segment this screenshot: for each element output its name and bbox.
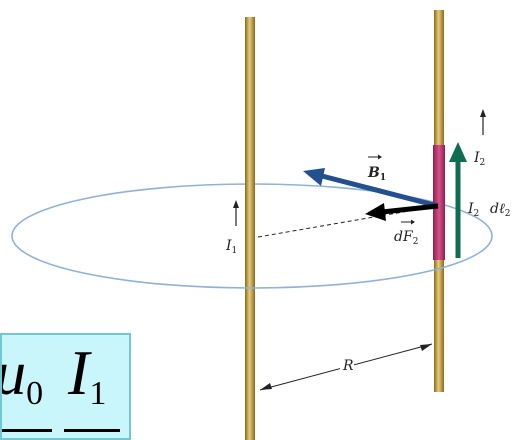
current-i2-arrow (449, 142, 467, 258)
label-df2: dF2 (394, 229, 418, 247)
formula-i-sub: 1 (89, 375, 107, 412)
label-i1: I1 (225, 238, 237, 256)
label-i2-side: I2 (467, 201, 479, 219)
formula-box: μ0 I1 (0, 333, 131, 440)
field-loop-front (11, 235, 493, 289)
formula-fraction-bar-right (64, 429, 120, 432)
b1-vector-mark (368, 154, 382, 160)
current-i2-arrow-small (480, 109, 486, 135)
label-r: R (342, 358, 354, 374)
formula-text: μ0 (2, 341, 44, 426)
r-dimension (259, 343, 433, 391)
force-df2-arrow (365, 203, 439, 221)
label-i2-top: I2 (473, 150, 485, 168)
wire-1 (245, 17, 255, 440)
label-dl2: dℓ2 (490, 201, 511, 219)
formula-fraction-bar-left (2, 429, 52, 432)
formula-current: I1 (68, 341, 106, 426)
current-i1-arrow-small (233, 200, 239, 226)
formula-i: I (68, 337, 90, 408)
formula-mu: μ (2, 337, 26, 408)
label-b1: B1 (367, 165, 386, 183)
current-element-segment (433, 145, 445, 260)
formula-mu-sub: 0 (26, 375, 44, 412)
df2-vector-mark (401, 219, 415, 225)
b1-arrow (303, 168, 439, 209)
